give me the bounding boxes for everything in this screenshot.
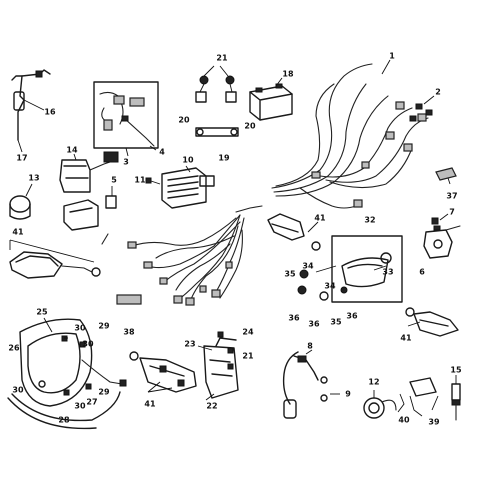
main-harness-right-part (271, 59, 429, 209)
callout-19: 19 (218, 154, 230, 163)
connector-harness-part (93, 81, 159, 157)
mounting-bracket-part (197, 331, 239, 401)
callout-18: 18 (282, 70, 294, 79)
callout-26: 26 (8, 344, 20, 353)
callout-29: 29 (98, 322, 110, 331)
callout-11: 11 (134, 176, 146, 185)
pulse-generator-part (363, 390, 397, 419)
flasher-part (9, 183, 33, 220)
spark-plug-part (451, 375, 461, 421)
ignition-coil-part (282, 349, 340, 419)
ignition-lead-part (11, 69, 51, 153)
callout-39: 39 (428, 418, 440, 427)
callout-10: 10 (182, 156, 194, 165)
callout-17: 17 (16, 154, 27, 163)
callout-14: 14 (66, 146, 78, 155)
turn-signal-right-part (405, 307, 459, 337)
callout-28: 28 (58, 416, 70, 425)
callout-22: 22 (206, 402, 217, 411)
callout-32: 32 (364, 216, 375, 225)
callout-2: 2 (435, 88, 441, 97)
turn-signal-center-part (129, 351, 197, 393)
callout-8: 8 (307, 342, 313, 351)
callout-1: 1 (389, 52, 395, 61)
regulator-rectifier-part (145, 165, 215, 209)
callout-20: 20 (178, 116, 190, 125)
headlight-assembly-part (7, 317, 127, 430)
callout-36c: 36 (346, 312, 358, 321)
callout-40: 40 (398, 416, 410, 425)
callout-13: 13 (28, 174, 39, 183)
callout-36b: 36 (308, 320, 320, 329)
callout-21: 21 (216, 54, 228, 63)
small-connectors-part (409, 95, 435, 122)
callout-4: 4 (159, 148, 165, 157)
callout-30c: 30 (12, 386, 24, 395)
callout-25: 25 (36, 308, 48, 317)
callout-37: 37 (446, 192, 457, 201)
callout-41b: 41 (144, 400, 156, 409)
callout-15: 15 (450, 366, 462, 375)
callout-30b: 30 (82, 340, 94, 349)
fuse-holder-part (397, 377, 439, 417)
callout-7: 7 (449, 208, 455, 217)
main-wiring-harness-part (101, 205, 263, 306)
callout-16: 16 (44, 108, 56, 117)
battery-part (249, 77, 293, 121)
callout-6: 6 (419, 268, 425, 277)
callout-30: 30 (74, 324, 86, 333)
callout-33: 33 (382, 268, 393, 277)
callout-38: 38 (123, 328, 135, 337)
relay-part (59, 151, 119, 193)
callout-34: 34 (302, 262, 314, 271)
small-fuse-part (435, 167, 457, 185)
callout-35: 35 (284, 270, 296, 279)
callout-34b: 34 (324, 282, 336, 291)
callout-20b: 20 (244, 122, 256, 131)
callout-12: 12 (368, 378, 379, 387)
callout-3: 3 (123, 158, 129, 167)
callout-35b: 35 (330, 318, 342, 327)
taillight-assembly-part (297, 235, 403, 303)
switch-assembly-part (423, 213, 461, 259)
callout-21b: 21 (242, 352, 254, 361)
callout-27: 27 (86, 398, 97, 407)
turn-signal-upper-part (267, 213, 321, 251)
callout-30d: 30 (74, 402, 86, 411)
callout-41c: 41 (314, 214, 326, 223)
callout-41d: 41 (400, 334, 412, 343)
label-plate-part (116, 294, 142, 305)
turn-signal-left-part (9, 239, 101, 279)
callout-9: 9 (345, 390, 351, 399)
battery-cable-part (195, 65, 239, 137)
callout-24: 24 (242, 328, 254, 337)
callout-23: 23 (184, 340, 195, 349)
callout-36: 36 (288, 314, 300, 323)
relay-block-part (63, 186, 117, 231)
callout-5: 5 (111, 176, 117, 185)
callout-41: 41 (12, 228, 24, 237)
callout-29b: 29 (98, 388, 110, 397)
